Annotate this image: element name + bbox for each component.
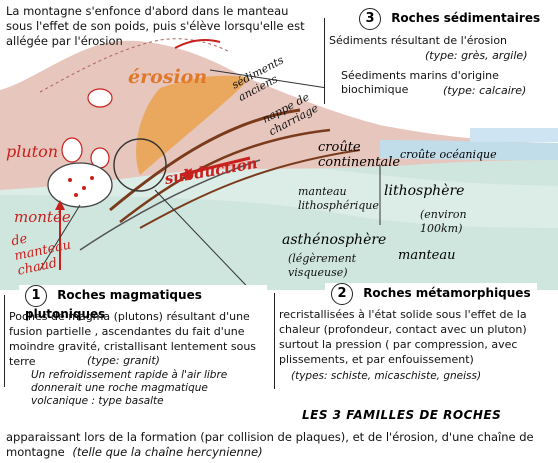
fold-line-3	[139, 149, 361, 229]
pointer-line-2	[154, 189, 261, 301]
box1-title: Roches magmatiques plutoniques	[25, 288, 202, 321]
box1-body: Poches de magma (plutons) résultant d'un…	[9, 310, 257, 368]
label-erosion: érosion	[128, 66, 208, 88]
label-pluton: pluton	[6, 142, 59, 161]
erosion-arrow	[174, 39, 221, 49]
label-lithosphere: lithosphère	[384, 183, 465, 199]
box-sedimentary-rocks: 3 Roches sédimentaires Sédiments résulta…	[324, 8, 547, 104]
label-manteau: manteau	[398, 248, 456, 263]
metamorphic-zone	[113, 138, 167, 192]
magma-dot	[68, 178, 72, 182]
label-environ: (environ 100km)	[420, 208, 467, 235]
footer-text: apparaissant lors de la formation (par c…	[6, 430, 554, 460]
label-croute-continentale: croûte continentale	[318, 140, 401, 170]
fold-line-2	[119, 128, 331, 223]
magma-dot	[90, 176, 94, 180]
sediment-wedge	[136, 75, 250, 175]
box3-line2: Séediments marins d'origine biochimique	[341, 69, 499, 96]
pointer-line-3	[209, 69, 341, 91]
rising-mantle-arrowhead	[55, 200, 65, 210]
box-metamorphic-rocks: 2 Roches métamorphiques recristallisées …	[274, 283, 553, 389]
label-montee: montée	[14, 208, 71, 226]
box3-line1: Sédiments résultant de l'érosion	[329, 34, 508, 47]
label-manteau-lithospherique: manteau lithosphérique	[298, 185, 379, 212]
ocean-water	[470, 128, 558, 142]
intro-text: La montagne s'enfonce d'abord dans le ma…	[6, 4, 305, 48]
subduction-arrow	[179, 156, 251, 177]
pointer-line-1	[39, 204, 81, 271]
footer-example: (telle que la chaîne hercynienne)	[72, 445, 263, 459]
label-croute-oceanique: croûte océanique	[400, 148, 497, 161]
box2-number: 2	[331, 283, 353, 305]
label-asthenosphere-note: (légèrement visqueuse)	[288, 252, 357, 279]
box3-line2-types: (type: calcaire)	[443, 84, 527, 97]
pluton-bubble-2	[61, 137, 83, 163]
box3-title: Roches sédimentaires	[391, 11, 541, 25]
pluton-bubble-1	[87, 88, 113, 108]
box3-number: 3	[359, 8, 381, 30]
magma-chamber	[47, 162, 113, 208]
box2-body: recristallisées à l'état solide sous l'e…	[279, 308, 527, 366]
label-asthenosphere: asthénosphère	[282, 232, 387, 248]
magma-dot	[82, 186, 86, 190]
mountain-dashed-outline	[39, 38, 231, 93]
oceanic-crust	[380, 140, 558, 160]
box2-title: Roches métamorphiques	[363, 286, 531, 300]
footer-main: apparaissant lors de la formation (par c…	[6, 430, 534, 459]
box1-types: (type: granit)	[87, 354, 160, 367]
box2-types: (types: schiste, micaschiste, gneiss)	[291, 370, 482, 382]
box-plutonic-rocks: 1 Roches magmatiques plutoniques Poches …	[4, 285, 267, 407]
subduction-slab	[79, 159, 261, 251]
magma-dot	[74, 193, 78, 197]
box3-line1-types: (type: grès, argile)	[425, 49, 528, 62]
box1-note: Un refroidissement rapide à l'air libre …	[31, 369, 228, 407]
box1-number: 1	[25, 285, 47, 307]
fold-line-1	[109, 108, 301, 212]
subduction-arrowhead	[180, 168, 192, 180]
families-title: LES 3 FAMILLES DE ROCHES	[302, 408, 502, 422]
